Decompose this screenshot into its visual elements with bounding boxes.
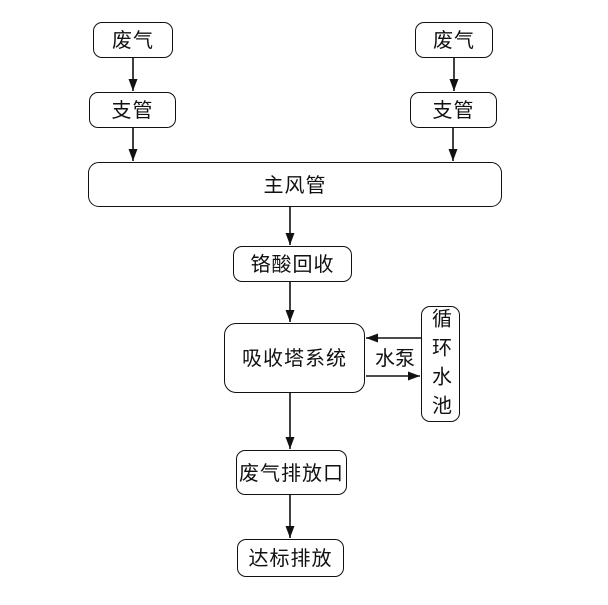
node-chromic-acid-recovery: 铬酸回收 (233, 246, 352, 282)
node-main-air-duct: 主风管 (88, 162, 502, 207)
node-circulating-water-pool: 循环水池 (421, 306, 460, 424)
node-absorption-tower-system: 吸收塔系统 (224, 323, 365, 393)
node-branch-pipe-left: 支管 (89, 92, 176, 128)
node-compliant-discharge: 达标排放 (237, 539, 344, 577)
edge-label-water-pump: 水泵 (375, 346, 415, 370)
node-waste-gas-left: 废气 (93, 22, 173, 58)
node-waste-gas-outlet: 废气排放口 (236, 450, 347, 495)
node-branch-pipe-right: 支管 (410, 92, 497, 128)
node-waste-gas-right: 废气 (415, 22, 493, 58)
